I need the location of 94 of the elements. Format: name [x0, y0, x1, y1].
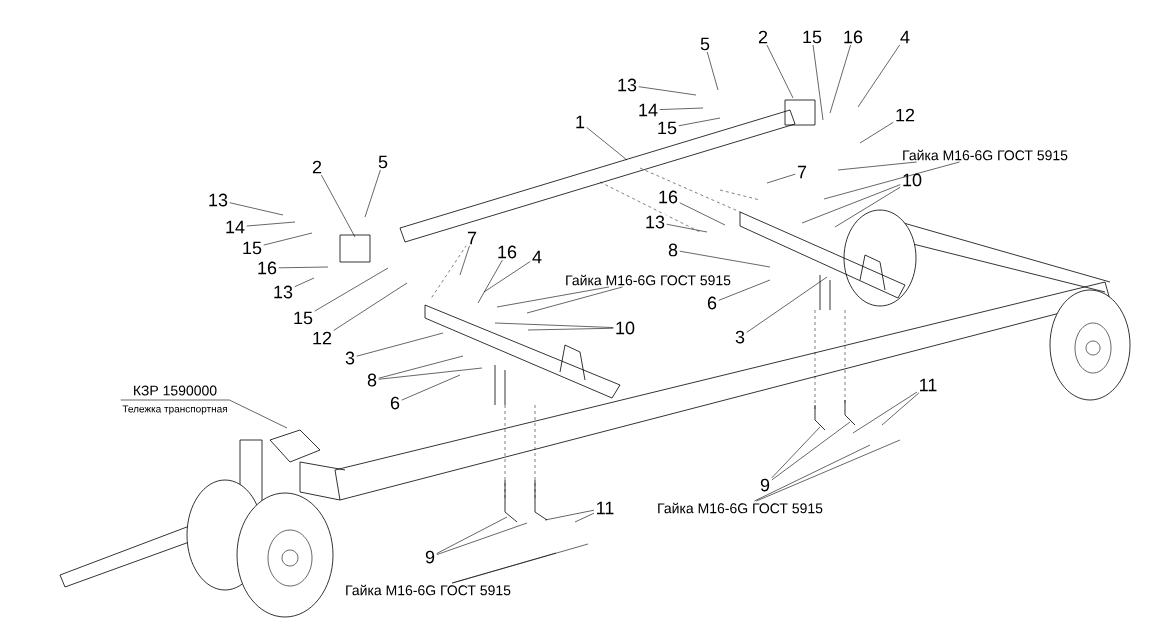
leader-line [378, 355, 464, 379]
leader-line [451, 543, 589, 584]
callout-number: 7 [795, 164, 809, 180]
callout-number: 3 [733, 329, 747, 345]
leader-line [496, 286, 610, 308]
leader-line [771, 421, 851, 481]
callout-number: 15 [240, 240, 264, 256]
leader-line [333, 282, 408, 331]
callout-number: 16 [495, 244, 519, 260]
leader-line [364, 169, 381, 218]
leader-line [771, 426, 821, 479]
leader-line [544, 509, 595, 521]
callout-number: 2 [310, 159, 324, 175]
leader-line [679, 250, 771, 268]
leader-line [837, 161, 918, 171]
callout-number: 3 [343, 350, 357, 366]
callout-number: 1 [573, 114, 587, 130]
callout-number: 12 [310, 330, 334, 346]
callout-number: 16 [656, 189, 680, 205]
leader-line [483, 261, 531, 293]
callout-number: 15 [291, 310, 315, 326]
leader-line [679, 202, 726, 226]
callout-number: 15 [800, 29, 824, 45]
callout-number: 16 [255, 260, 279, 276]
leader-line [754, 444, 871, 502]
callout-text: КЗР 1590000 Тележка транспортная [120, 384, 230, 416]
leader-line [706, 51, 719, 91]
leader-line [459, 245, 470, 276]
callout-number: 8 [365, 372, 379, 388]
callout-number: 2 [756, 29, 770, 45]
callout-number: 15 [655, 120, 679, 136]
leader-line [574, 512, 595, 523]
leader-line [718, 279, 771, 301]
callout-number: 10 [900, 172, 924, 188]
leader-line [859, 122, 894, 144]
callout-number: 13 [271, 284, 295, 300]
callout-number: 12 [893, 107, 917, 123]
leader-line [834, 186, 901, 228]
callout-number: 4 [898, 29, 912, 45]
leader-line [378, 367, 483, 380]
callout-number: 11 [917, 377, 939, 393]
leader-line [401, 374, 461, 401]
callout-number: 16 [841, 29, 865, 45]
leader-line [829, 44, 851, 114]
callout-number: 5 [376, 154, 390, 170]
callout-number: 8 [666, 242, 680, 258]
leader-line [229, 202, 284, 216]
leader-line [857, 44, 900, 108]
leader-line [526, 286, 623, 314]
callout-number: 10 [613, 320, 637, 336]
callout-number: 5 [698, 36, 712, 52]
leader-line [823, 161, 960, 200]
callout-number: 11 [594, 500, 616, 516]
leader-line [659, 107, 704, 110]
leader-line [852, 391, 918, 434]
leader-line [678, 117, 721, 127]
callout-number: 14 [223, 219, 247, 235]
callout-text: Гайка M16-6G ГОСТ 5915 [900, 148, 1070, 162]
leader-line [766, 173, 796, 184]
callout-number: 4 [530, 249, 544, 265]
callout-number: 6 [705, 295, 719, 311]
callout-text: Гайка M16-6G ГОСТ 5915 [655, 501, 825, 515]
leader-line [766, 44, 794, 99]
leader-line [321, 174, 356, 238]
leader-line [436, 522, 528, 555]
callout-number: 7 [465, 230, 479, 246]
leader-line [314, 267, 389, 312]
callout-number: 14 [636, 102, 660, 118]
leader-line [120, 399, 288, 429]
callout-text: Гайка M16-6G ГОСТ 5915 [343, 583, 513, 597]
callout-number: 9 [423, 549, 437, 565]
leader-line [294, 277, 315, 288]
callout-number: 13 [643, 214, 667, 230]
leader-line [638, 86, 697, 96]
leader-line [756, 439, 901, 502]
leader-line [801, 184, 901, 224]
leader-line [477, 259, 503, 304]
leader-line [436, 516, 508, 554]
leader-line [263, 232, 313, 246]
leader-line [494, 322, 614, 328]
leader-line [586, 127, 628, 161]
leader-line [666, 223, 708, 233]
leader-line [881, 392, 920, 426]
leader-line [746, 276, 828, 333]
callout-text: Гайка M16-6G ГОСТ 5915 [563, 273, 733, 287]
leader-line [812, 44, 824, 121]
leader-line [527, 327, 614, 331]
leader-line [278, 266, 329, 269]
leader-line [246, 221, 296, 227]
callout-number: 13 [206, 192, 230, 208]
callout-number: 9 [758, 477, 772, 493]
leader-line [356, 332, 444, 357]
callout-number: 13 [615, 77, 639, 93]
callout-number: 6 [388, 395, 402, 411]
